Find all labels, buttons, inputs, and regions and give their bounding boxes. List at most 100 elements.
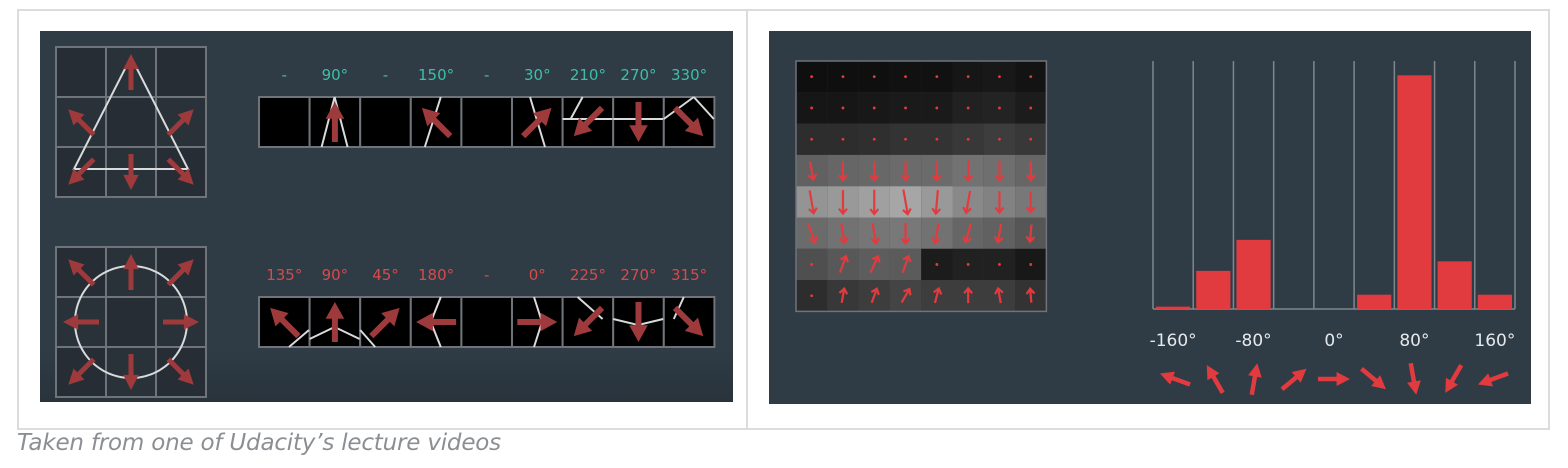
gradient-dot [966, 75, 970, 79]
direction-arrow-down-right [166, 357, 194, 385]
angle-label: 210° [570, 66, 606, 84]
gradient-dot [872, 75, 876, 79]
angle-label: 135° [266, 266, 302, 284]
gradient-arrow [870, 287, 880, 304]
angle-label: 0° [529, 266, 546, 284]
direction-arrow-up [325, 102, 345, 142]
gradient-arrow [963, 286, 974, 304]
gradient-arrow [869, 161, 880, 182]
gradient-arrow [931, 160, 942, 182]
histogram-tick-label: 80° [1399, 331, 1429, 351]
gradient-dot [1029, 263, 1033, 266]
direction-arrow-down-right [672, 105, 704, 137]
triangle-strip: -90°-150°-30°210°270°330° [258, 66, 716, 148]
bin-direction-arrow [1159, 371, 1191, 387]
gradient-dot [841, 75, 845, 79]
gradient-arrow [870, 222, 881, 245]
gradient-arrow [962, 223, 972, 244]
direction-arrow-right [517, 312, 558, 332]
angle-label: 180° [418, 266, 454, 284]
gradient-dot [810, 137, 814, 141]
gradient-dot [904, 75, 907, 79]
orientation-histogram-panel: -160°-80°0°80°160° [769, 31, 1531, 404]
histogram-bar-20° [1357, 294, 1392, 309]
direction-arrow-down [123, 154, 139, 190]
gradient-dot [998, 263, 1001, 266]
direction-arrow-down-right [166, 157, 194, 185]
gradient-dot [841, 106, 845, 110]
direction-arrow-up-right [369, 307, 400, 339]
gradient-dot [935, 75, 939, 79]
gradient-arrow [1025, 161, 1036, 182]
gradient-arrow [963, 160, 974, 183]
gradient-arrow [900, 160, 911, 182]
gradient-dot [935, 137, 939, 141]
orientation-examples-panel: -90°-150°-30°210°270°330°135°90°45°180°-… [40, 31, 733, 402]
edge-fragment [693, 96, 715, 120]
gradient-patch [795, 60, 1048, 313]
gradient-arrow [900, 222, 911, 246]
gradient-arrow [1025, 191, 1036, 214]
direction-arrow-down [629, 302, 648, 342]
gradient-arrow [931, 189, 942, 216]
edge-fragment [333, 96, 349, 148]
gradient-dot [966, 137, 970, 141]
gradient-arrow [1025, 287, 1036, 303]
figure-divider [746, 9, 748, 430]
gradient-arrow [869, 254, 881, 274]
angle-label: 90° [322, 266, 349, 284]
edge-fragment [569, 96, 584, 120]
strip-cell [460, 296, 513, 348]
figure-caption: Taken from one of Udacity’s lecture vide… [17, 430, 501, 456]
angle-label: 225° [570, 266, 606, 284]
gradient-dot [810, 263, 814, 266]
bin-direction-arrow [1248, 363, 1262, 396]
edge-fragment [320, 96, 336, 148]
histogram-bar-140° [1477, 294, 1512, 309]
gradient-arrow [901, 254, 912, 274]
gradient-arrow [808, 190, 818, 216]
gradient-arrow [807, 161, 818, 182]
direction-arrow-down [123, 354, 139, 390]
orientation-histogram: -160°-80°0°80°160° [1150, 61, 1516, 396]
direction-arrow-left [63, 314, 99, 330]
gradient-dot [998, 137, 1001, 141]
grid-cell [155, 46, 207, 98]
histogram-tick-label: -80° [1235, 331, 1271, 351]
edge-fragment [637, 318, 664, 326]
orientation-histogram-svg: -160°-80°0°80°160° [795, 60, 1516, 396]
orientation-examples-svg: -90°-150°-30°210°270°330°135°90°45°180°-… [55, 46, 716, 398]
gradient-dot [935, 106, 939, 110]
histogram-tick-label: -160° [1150, 331, 1197, 351]
gradient-arrow [932, 286, 943, 304]
edge-fragment [309, 326, 336, 340]
gradient-arrow [838, 286, 849, 304]
gradient-dot [872, 137, 876, 141]
direction-arrow-down-right [672, 305, 704, 337]
direction-arrow-down-left [573, 305, 605, 337]
edge-fragment [334, 326, 361, 340]
histogram-bar--180° [1156, 306, 1191, 309]
angle-label: 90° [322, 66, 349, 84]
direction-arrow-up-left [68, 109, 96, 137]
edge-fragment [359, 329, 376, 348]
direction-arrow-down-left [68, 157, 96, 185]
gradient-arrow [994, 191, 1005, 215]
gradient-dot [1029, 75, 1033, 79]
direction-arrow-up-left [270, 307, 301, 339]
bin-direction-arrow [1280, 368, 1307, 392]
gradient-arrow [994, 286, 1004, 304]
strip-cell [460, 96, 513, 148]
direction-arrow-down-left [68, 357, 96, 385]
direction-arrow-up [325, 302, 345, 342]
bin-direction-arrow [1206, 365, 1225, 394]
gradient-dot [998, 106, 1001, 110]
angle-label: 270° [620, 66, 656, 84]
direction-arrow-down-left [573, 105, 605, 137]
angle-label: 30° [524, 66, 551, 84]
angle-label: - [282, 66, 287, 84]
gradient-dot [966, 263, 970, 266]
gradient-dot [904, 137, 907, 141]
gradient-arrow [1025, 224, 1036, 244]
strip-cell [258, 96, 311, 148]
